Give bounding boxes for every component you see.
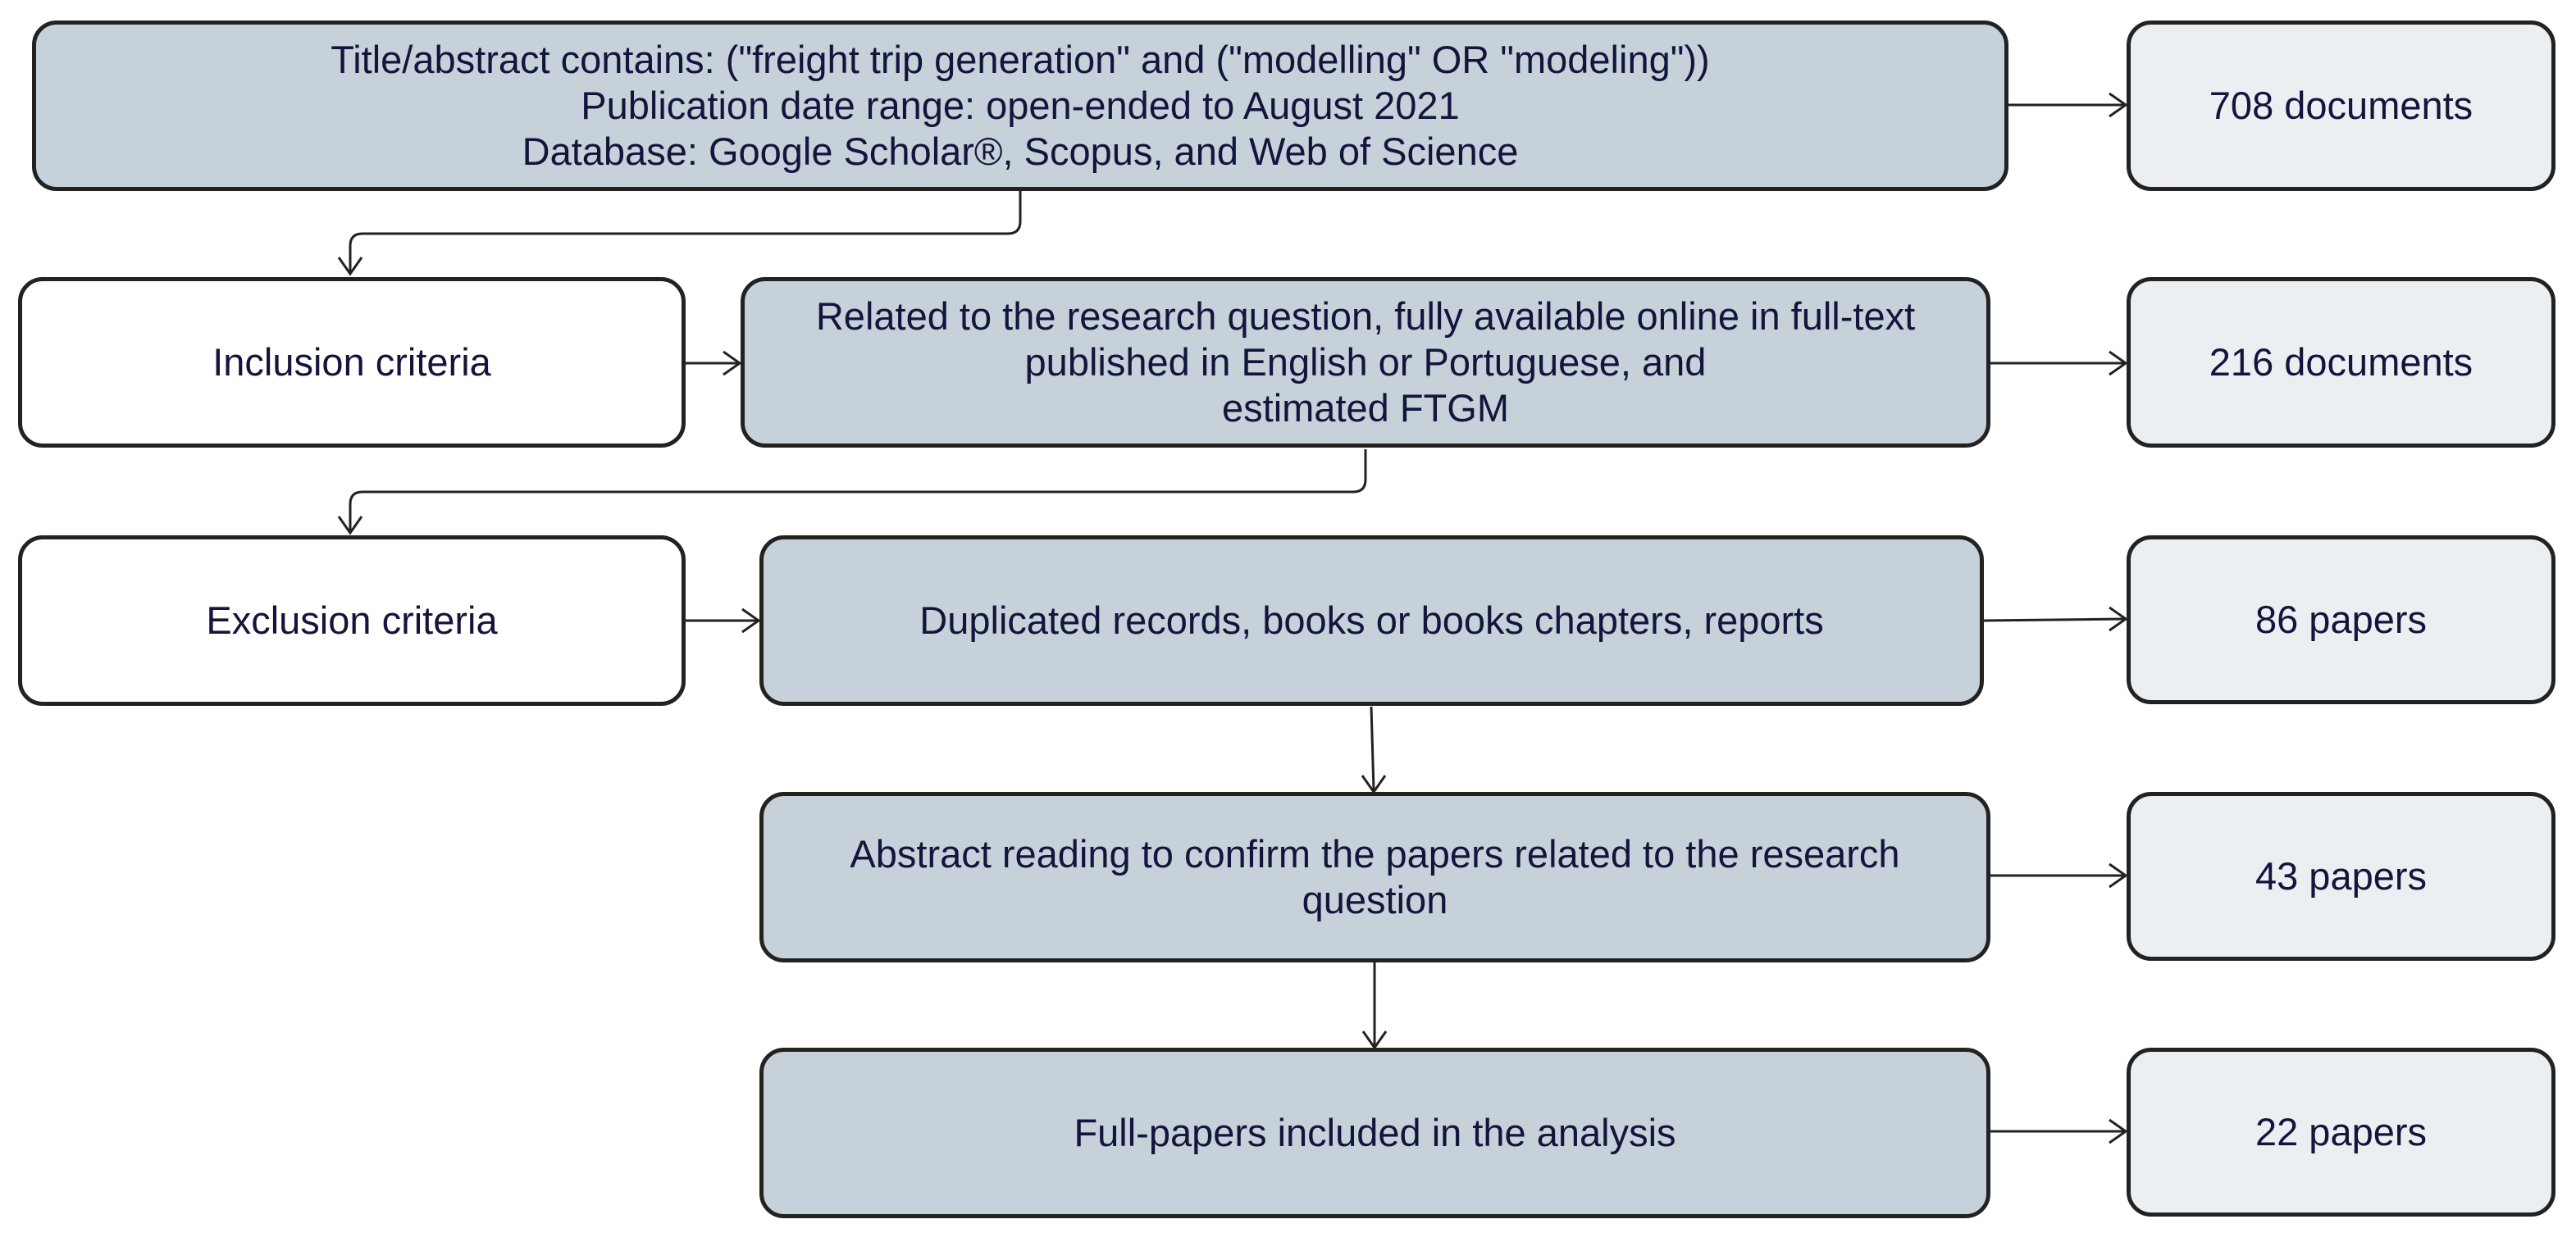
exclusion-criteria-text: Exclusion criteria bbox=[206, 598, 498, 642]
exclusion-criteria-box: Duplicated records, books or books chapt… bbox=[759, 535, 1984, 706]
search-result-count: 708 documents bbox=[2209, 84, 2473, 127]
arrow-exclusion-to-result bbox=[1982, 617, 2125, 622]
exclusion-result-box: 86 papers bbox=[2127, 535, 2555, 704]
arrow-search-to-inclusion bbox=[349, 190, 1022, 272]
inclusion-criteria-label: Inclusion criteria bbox=[18, 277, 686, 448]
inclusion-result-count: 216 documents bbox=[2209, 340, 2473, 384]
arrow-exclusion-to-abstract bbox=[1370, 706, 1375, 791]
inclusion-line: Related to the research question, fully … bbox=[815, 294, 1916, 338]
abstract-reading-box: Abstract reading to confirm the papers r… bbox=[759, 792, 1990, 962]
final-result-count: 22 papers bbox=[2255, 1110, 2428, 1153]
inclusion-criteria-details: Related to the research question, fully … bbox=[816, 293, 1915, 431]
inclusion-result-box: 216 documents bbox=[2127, 277, 2555, 448]
arrowhead bbox=[2109, 1118, 2128, 1144]
inclusion-criteria-text: Inclusion criteria bbox=[212, 340, 491, 384]
search-result-box: 708 documents bbox=[2127, 20, 2555, 191]
abstract-reading-line: question bbox=[1302, 878, 1448, 921]
arrowhead bbox=[337, 257, 363, 276]
arrowhead bbox=[741, 607, 761, 634]
arrowhead bbox=[337, 516, 363, 535]
inclusion-criteria-box: Related to the research question, fully … bbox=[741, 277, 1990, 448]
abstract-result-box: 43 papers bbox=[2127, 792, 2555, 961]
exclusion-result-count: 86 papers bbox=[2255, 598, 2428, 641]
final-result-box: 22 papers bbox=[2127, 1048, 2555, 1217]
search-keywords-line: Title/abstract contains: ("freight trip … bbox=[331, 38, 1710, 81]
arrowhead bbox=[2109, 606, 2128, 632]
abstract-reading-line: Abstract reading to confirm the papers r… bbox=[850, 832, 1900, 876]
search-date-line: Publication date range: open-ended to Au… bbox=[581, 84, 1460, 127]
exclusion-criteria-details: Duplicated records, books or books chapt… bbox=[919, 598, 1824, 642]
arrowhead bbox=[2109, 350, 2128, 376]
inclusion-line: estimated FTGM bbox=[1222, 386, 1509, 430]
arrow-inclusion-to-exclusion bbox=[349, 449, 1367, 531]
search-database-line: Database: Google Scholar®, Scopus, and W… bbox=[522, 130, 1519, 173]
arrowhead bbox=[2109, 862, 2128, 889]
inclusion-line: published in English or Portuguese, and bbox=[1024, 340, 1707, 384]
abstract-result-count: 43 papers bbox=[2255, 854, 2428, 898]
arrowhead bbox=[2109, 92, 2128, 118]
search-criteria-box: Title/abstract contains: ("freight trip … bbox=[32, 20, 2008, 191]
full-papers-text: Full-papers included in the analysis bbox=[1074, 1111, 1676, 1154]
full-papers-box: Full-papers included in the analysis bbox=[759, 1048, 1990, 1218]
search-criteria-text: Title/abstract contains: ("freight trip … bbox=[331, 37, 1709, 175]
abstract-reading-text: Abstract reading to confirm the papers r… bbox=[850, 831, 1899, 923]
arrowhead bbox=[723, 350, 742, 376]
exclusion-criteria-label: Exclusion criteria bbox=[18, 535, 686, 706]
